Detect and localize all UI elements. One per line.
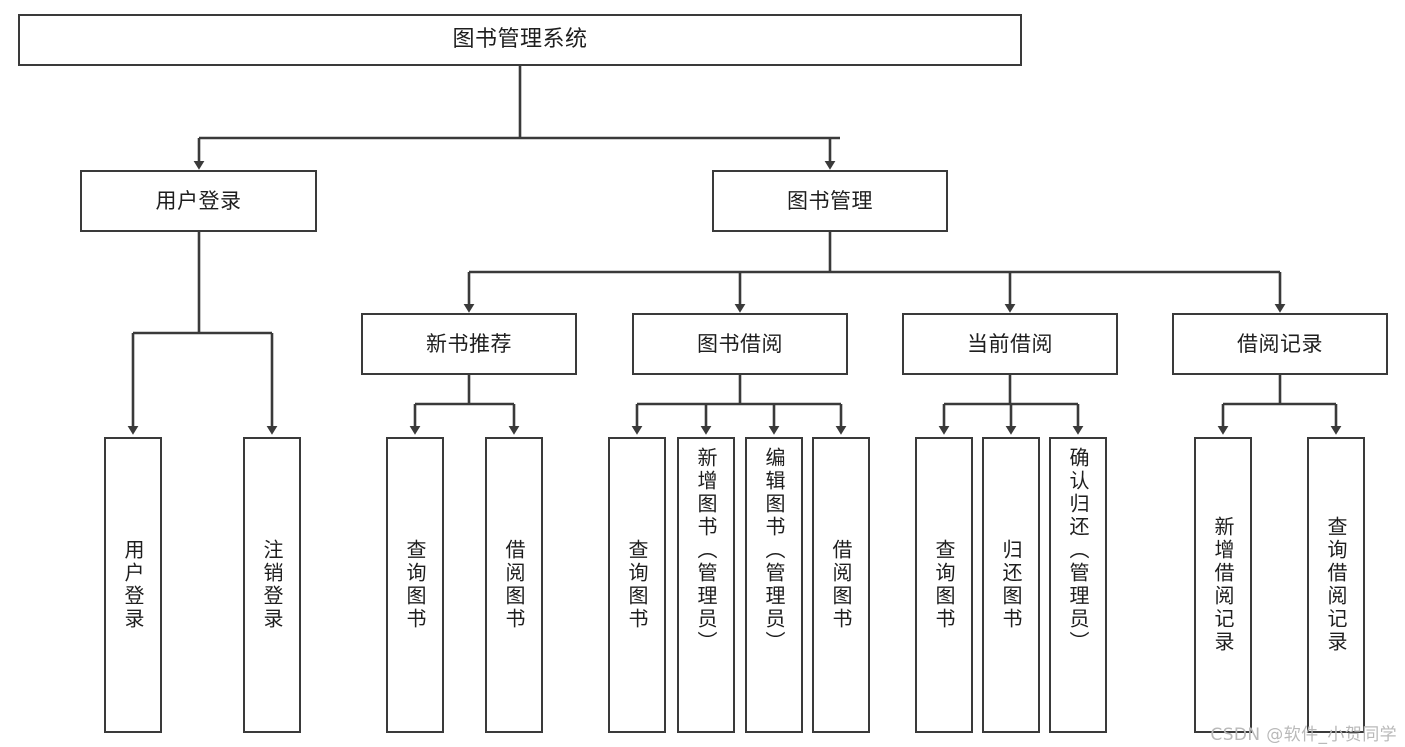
csdn-watermark: CSDN @软件_小贺同学 (1210, 725, 1397, 745)
leaf-borrow-book-borrow[interactable]: 借阅图书 (812, 437, 870, 733)
node-book-management[interactable]: 图书管理 (712, 170, 948, 232)
node-label: 借阅记录 (1237, 331, 1323, 356)
leaf-user-login[interactable]: 用户登录 (104, 437, 162, 733)
node-book-borrow[interactable]: 图书借阅 (632, 313, 848, 375)
node-label: 编辑图书（管理员） (762, 447, 786, 654)
leaf-return-book[interactable]: 归还图书 (982, 437, 1040, 733)
node-new-book-recommend[interactable]: 新书推荐 (361, 313, 577, 375)
leaf-edit-book-admin[interactable]: 编辑图书（管理员） (745, 437, 803, 733)
leaf-query-borrow-record[interactable]: 查询借阅记录 (1307, 437, 1365, 733)
node-label: 当前借阅 (967, 331, 1053, 356)
node-label: 借阅图书 (502, 539, 526, 631)
node-label: 图书管理 (787, 188, 873, 213)
node-label: 新增借阅记录 (1211, 516, 1235, 654)
node-user-login[interactable]: 用户登录 (80, 170, 317, 232)
node-borrow-record[interactable]: 借阅记录 (1172, 313, 1388, 375)
leaf-logout[interactable]: 注销登录 (243, 437, 301, 733)
leaf-query-book-current[interactable]: 查询图书 (915, 437, 973, 733)
node-label: 确认归还（管理员） (1066, 447, 1090, 654)
node-label: 借阅图书 (829, 539, 853, 631)
node-label: 用户登录 (155, 188, 242, 213)
node-label: 图书借阅 (697, 331, 783, 356)
leaf-query-book-borrow[interactable]: 查询图书 (608, 437, 666, 733)
node-label: 查询借阅记录 (1324, 516, 1348, 654)
node-label: 注销登录 (260, 539, 284, 631)
leaf-add-book-admin[interactable]: 新增图书（管理员） (677, 437, 735, 733)
leaf-query-book-recommend[interactable]: 查询图书 (386, 437, 444, 733)
node-label: 新增图书（管理员） (694, 447, 718, 654)
node-label: 查询图书 (403, 539, 427, 631)
node-label: 查询图书 (932, 539, 956, 631)
leaf-borrow-book-recommend[interactable]: 借阅图书 (485, 437, 543, 733)
node-label: 归还图书 (999, 539, 1023, 631)
node-label: 用户登录 (121, 539, 145, 631)
node-label: 查询图书 (625, 539, 649, 631)
node-current-borrow[interactable]: 当前借阅 (902, 313, 1118, 375)
node-root-system[interactable]: 图书管理系统 (18, 14, 1022, 66)
node-label: 新书推荐 (426, 331, 512, 356)
leaf-add-borrow-record[interactable]: 新增借阅记录 (1194, 437, 1252, 733)
node-label: 图书管理系统 (452, 27, 588, 53)
leaf-confirm-return-admin[interactable]: 确认归还（管理员） (1049, 437, 1107, 733)
